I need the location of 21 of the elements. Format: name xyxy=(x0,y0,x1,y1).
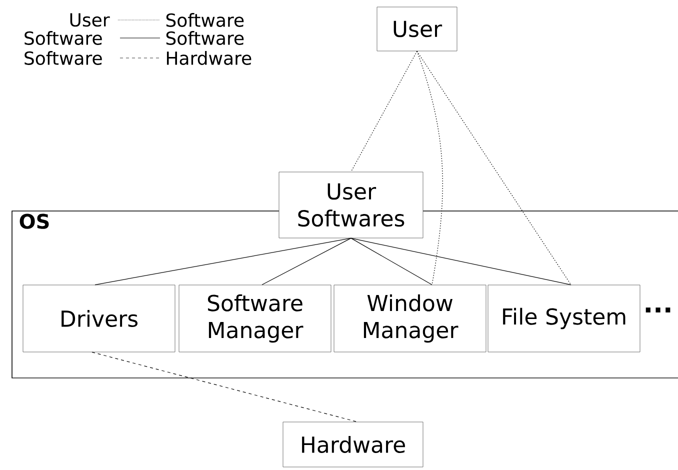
module-box: Drivers xyxy=(22,284,176,352)
legend-text: Software xyxy=(166,13,244,27)
module-box: File System xyxy=(488,284,640,352)
connector-line xyxy=(350,50,418,172)
connector-line xyxy=(94,238,352,286)
user-box: User xyxy=(376,6,458,52)
legend-text: User xyxy=(70,13,110,27)
connector-line xyxy=(262,238,352,286)
legend-text: Software xyxy=(24,31,102,45)
module-box: Software Manager xyxy=(178,284,332,352)
legend-text: Software xyxy=(166,31,244,45)
process-box: User Softwares xyxy=(278,172,424,238)
connector-line xyxy=(350,238,432,286)
connector-line xyxy=(416,50,443,286)
legend-text: Hardware xyxy=(166,51,252,65)
connector-line xyxy=(350,238,572,286)
module-box: Window Manager xyxy=(334,284,486,352)
hardware-box: Hardware xyxy=(282,422,424,468)
connector-line xyxy=(92,352,358,422)
connector-line xyxy=(416,50,572,286)
legend-text: Software xyxy=(24,51,102,65)
